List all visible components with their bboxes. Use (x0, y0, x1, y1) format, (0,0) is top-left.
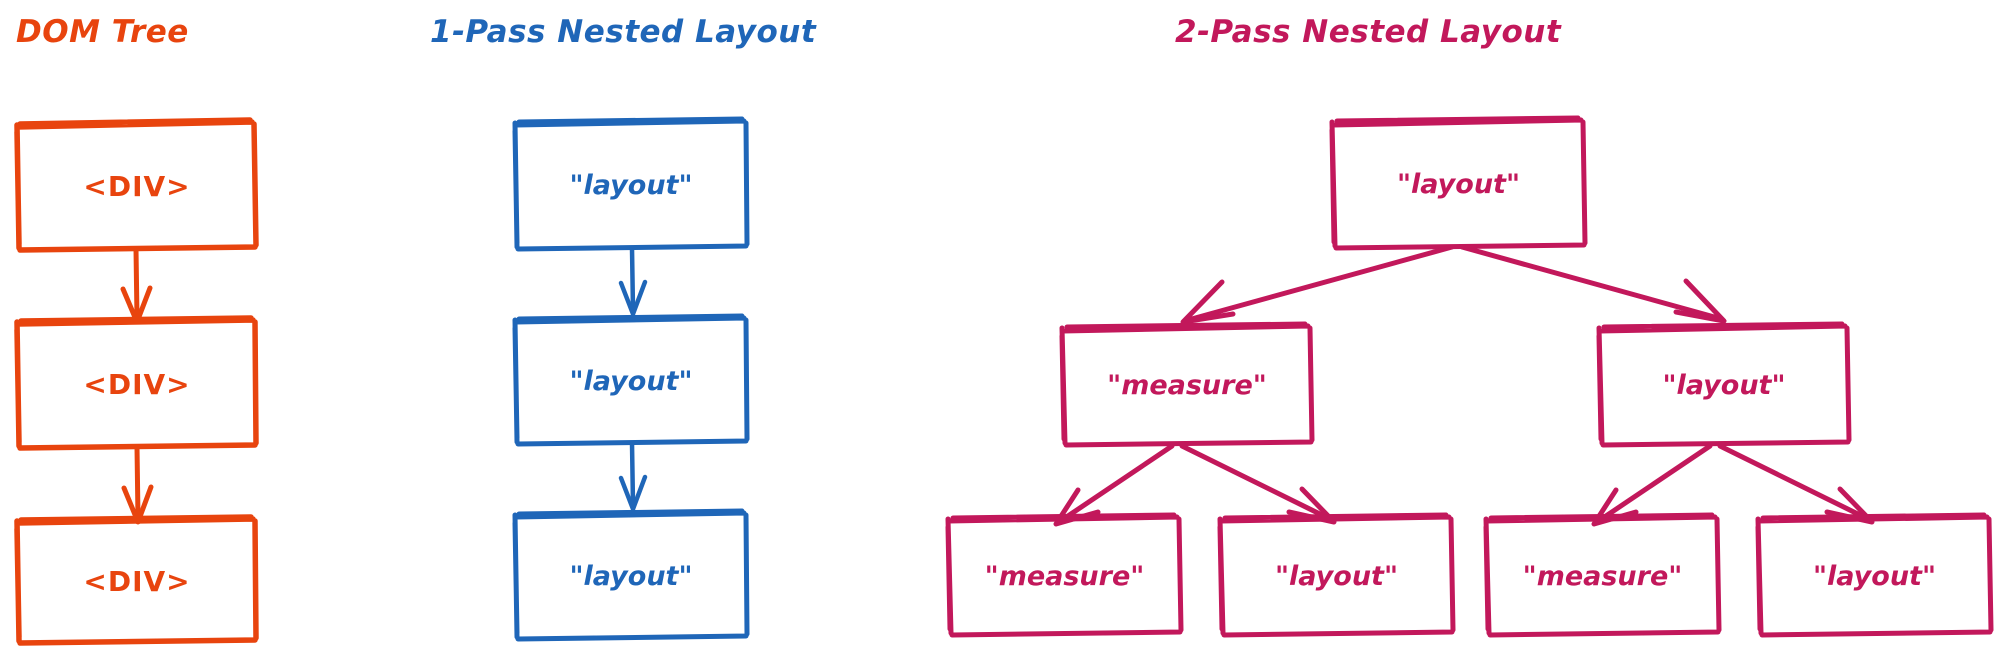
twopass-leaf-4-label: "layout" (1812, 560, 1937, 592)
dom-node-3-label: <DIV> (83, 564, 191, 598)
twopass-edge-midright-leaf3 (1591, 443, 1713, 527)
column-two-pass (945, 115, 1994, 638)
dom-node-3[interactable] (14, 514, 259, 646)
onepass-node-1-label: "layout" (569, 169, 693, 201)
onepass-node-3-outline (512, 508, 750, 642)
dom-node-2-label: <DIV> (83, 367, 191, 401)
onepass-node-3[interactable] (512, 508, 750, 642)
twopass-leaf-1-outline (945, 512, 1184, 638)
column-title-dom-tree: DOM Tree (16, 14, 189, 50)
twopass-leaf-3-label: "measure" (1522, 560, 1683, 592)
twopass-mid-left-node[interactable] (1059, 321, 1315, 448)
twopass-leaf-node-4[interactable] (1755, 512, 1994, 638)
dom-node-1-label: <DIV> (83, 169, 191, 203)
column-title-two-pass: 2-Pass Nested Layout (1175, 14, 1562, 50)
onepass-arrow-1 (618, 245, 648, 317)
twopass-mid-right-node[interactable] (1596, 321, 1852, 448)
twopass-mid-left-label: "measure" (1107, 370, 1267, 401)
twopass-edge-root-left (1180, 244, 1455, 325)
twopass-leaf-node-1[interactable] (945, 512, 1184, 638)
twopass-root-label: "layout" (1396, 168, 1521, 200)
twopass-edge-root-right (1459, 244, 1727, 324)
column-title-one-pass: 1-Pass Nested Layout (430, 14, 817, 50)
twopass-leaf-1-label: "measure" (984, 560, 1145, 592)
twopass-leaf-4-outline (1755, 512, 1994, 638)
twopass-edge-midleft-leaf2 (1179, 443, 1337, 525)
twopass-mid-right-label: "layout" (1662, 370, 1786, 401)
twopass-leaf-3-outline (1483, 512, 1722, 638)
twopass-mid-left-outline (1059, 321, 1315, 448)
dom-arrow-2 (121, 444, 154, 525)
twopass-edge-midright-leaf4 (1717, 443, 1875, 525)
twopass-mid-right-outline (1596, 321, 1852, 448)
onepass-arrow-2 (618, 440, 648, 512)
twopass-leaf-2-label: "layout" (1274, 560, 1399, 592)
column-dom-tree (14, 117, 259, 646)
dom-arrow-1 (120, 246, 153, 325)
column-one-pass (512, 116, 750, 642)
twopass-leaf-2-outline (1217, 512, 1456, 638)
twopass-edge-midleft-leaf1 (1053, 443, 1175, 527)
dom-node-3-outline (14, 514, 259, 646)
onepass-node-3-label: "layout" (569, 560, 693, 592)
twopass-leaf-node-2[interactable] (1217, 512, 1456, 638)
twopass-leaf-node-3[interactable] (1483, 512, 1722, 638)
onepass-node-2-label: "layout" (569, 365, 693, 397)
